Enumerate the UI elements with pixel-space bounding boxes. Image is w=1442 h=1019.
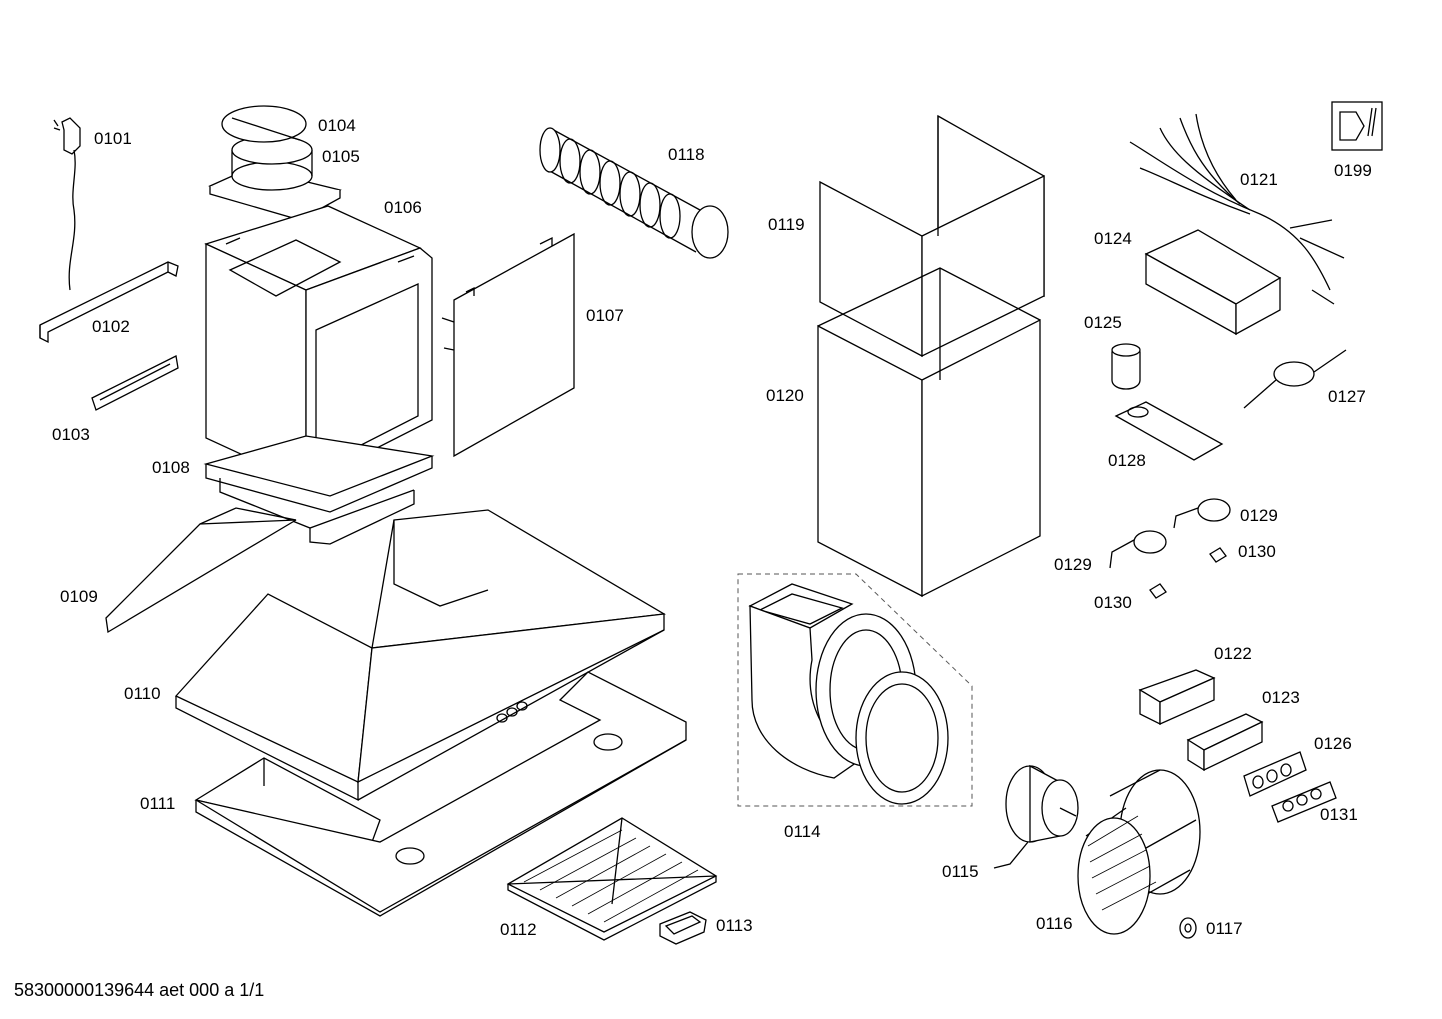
part-label-0117: 0117 [1206, 919, 1243, 938]
chimney-upper-0119 [819, 114, 1045, 358]
switch-module-0123 [1186, 713, 1264, 772]
part-label-0116: 0116 [1036, 914, 1073, 933]
part-label-0118: 0118 [668, 145, 705, 164]
part-label-0115: 0115 [942, 862, 979, 881]
button-panel-0131 [1271, 781, 1337, 823]
outlet-flange [208, 105, 342, 221]
bulb-0130b [1149, 583, 1167, 599]
housing-box-0106 [204, 205, 433, 486]
clip-0113 [659, 911, 707, 945]
part-label-0119: 0119 [768, 215, 805, 234]
push-buttons-0126 [1243, 751, 1307, 797]
part-label-0104: 0104 [318, 116, 356, 135]
part-label-0101: 0101 [94, 129, 132, 148]
part-label-0103: 0103 [52, 425, 90, 444]
part-label-0120: 0120 [766, 386, 804, 405]
part-label-0123: 0123 [1262, 688, 1300, 707]
bulb-0130a [1209, 547, 1227, 563]
part-label-0199: 0199 [1334, 161, 1372, 180]
part-label-0126: 0126 [1314, 734, 1352, 753]
lamp-bracket-0128 [1114, 401, 1224, 461]
bracket-0102 [39, 261, 179, 344]
blower-housing-0114 [737, 573, 973, 807]
wrench-nut-icon [1331, 101, 1383, 151]
lamp-holder-0129a [1173, 498, 1231, 529]
bracket-0103 [91, 355, 179, 411]
motor-0115 [993, 764, 1079, 869]
lamp-unit-0127 [1243, 349, 1347, 409]
fan-wheel-0116 [1077, 769, 1201, 935]
switch-housing-0122 [1138, 669, 1216, 726]
part-label-0111: 0111 [140, 794, 175, 813]
part-label-0124: 0124 [1094, 229, 1132, 248]
part-label-0127: 0127 [1328, 387, 1366, 406]
side-panel-0107 [441, 232, 575, 458]
part-label-0106: 0106 [384, 198, 422, 217]
part-label-0125: 0125 [1084, 313, 1122, 332]
control-box-0124 [1144, 229, 1282, 336]
part-label-0113: 0113 [716, 916, 753, 935]
part-label-0109: 0109 [60, 587, 98, 606]
part-label-0107: 0107 [586, 306, 624, 325]
base-plate-0111 [194, 671, 687, 917]
part-label-0102: 0102 [92, 317, 130, 336]
part-label-0130: 0130 [1238, 542, 1276, 561]
power-plug-cable [53, 117, 81, 291]
part-label-0108: 0108 [152, 458, 190, 477]
part-label-0130: 0130 [1094, 593, 1132, 612]
part-label-0129: 0129 [1054, 555, 1092, 574]
wiring-harness-0121 [1129, 113, 1345, 305]
hood-canopy-0110 [174, 509, 666, 802]
part-label-0131: 0131 [1320, 805, 1358, 824]
frame-0108 [203, 435, 435, 545]
flex-duct-0118 [539, 127, 729, 259]
nut-0117 [1179, 917, 1197, 939]
part-label-0114: 0114 [784, 822, 821, 841]
part-label-0121: 0121 [1240, 170, 1278, 189]
part-label-0112: 0112 [500, 920, 537, 939]
lamp-holder-0129b [1109, 530, 1167, 569]
part-label-0129: 0129 [1240, 506, 1278, 525]
part-label-0122: 0122 [1214, 644, 1252, 663]
part-label-0128: 0128 [1108, 451, 1146, 470]
part-label-0110: 0110 [124, 684, 161, 703]
drawing-number: 58300000139644 aet 000 a 1/1 [14, 980, 265, 1000]
capacitor-0125 [1111, 343, 1141, 390]
part-label-0105: 0105 [322, 147, 360, 166]
grease-filter-0112 [506, 817, 718, 941]
chimney-lower-0120 [817, 267, 1041, 598]
trim-0109 [105, 507, 297, 634]
